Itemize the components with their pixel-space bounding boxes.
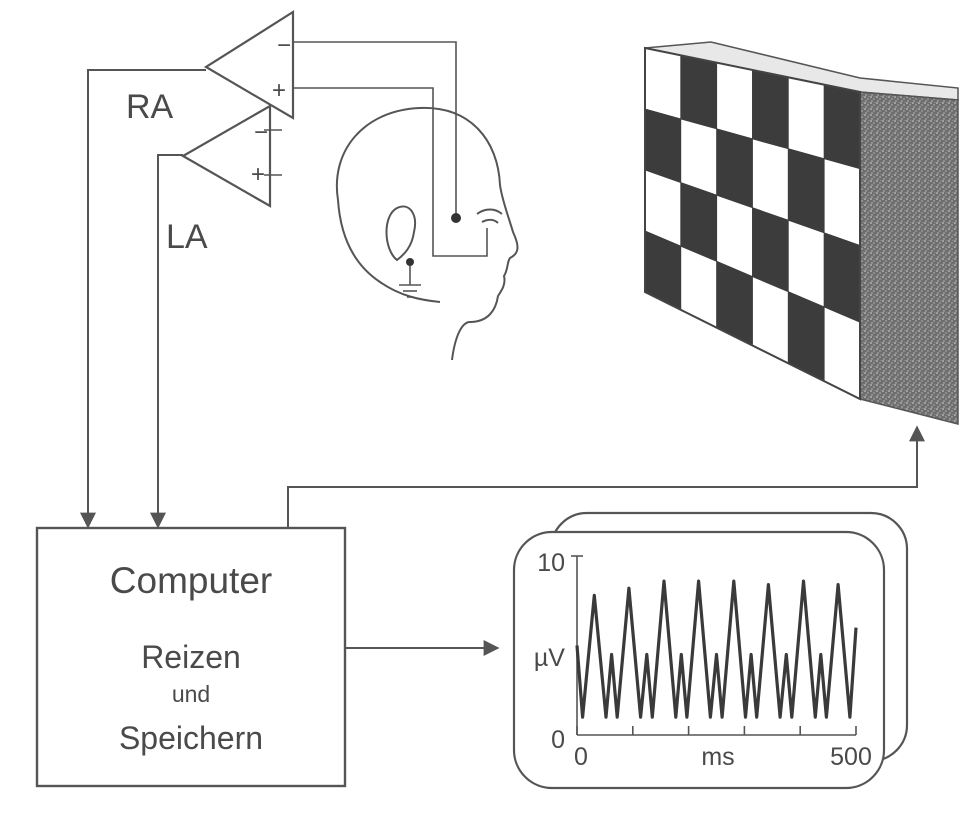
amplifier-left-plus: + [251,161,265,188]
amplifier-right-label: RA [126,88,174,126]
checker-square [752,138,789,221]
checker-square [716,128,753,209]
amplifier-left-triangle [180,104,272,208]
y-unit-label: µV [534,644,565,672]
monitor-front-card [512,530,886,790]
vep-plot: 10 µV 0 0 ms 500 [534,549,872,771]
y-label-top: 10 [537,549,565,577]
stimulus-arrow [287,425,925,527]
checker-square [787,76,825,160]
amplifier-left-minus: − [254,119,268,146]
ra-output-arrow [80,69,206,529]
computer-line-2: und [172,681,210,707]
checkerboard-screen [644,41,959,425]
computer-box: Computer Reizen und Speichern [35,526,347,788]
x-unit-label: ms [701,743,734,771]
checker-square [644,47,682,120]
checker-square [752,69,789,150]
amplifier-right-plus: + [272,77,286,104]
x-label-start: 0 [574,743,588,771]
computer-frame [35,526,347,788]
amplifier-left-label: LA [166,218,208,256]
lead-plus-wire [293,87,488,257]
checker-square [787,291,825,382]
ground-electrode [399,258,421,298]
electrode-ground [406,258,414,266]
computer-title: Computer [110,560,272,601]
lead-minus-wire [293,41,457,218]
checker-square [716,62,753,140]
checker-square [823,158,861,247]
vep-trace [575,579,858,719]
y-label-bottom: 0 [551,726,565,754]
checker-square [823,306,861,400]
computer-line-3: Speichern [119,720,263,756]
ear [385,205,416,262]
jaw-line [337,199,441,303]
checker-square [752,275,789,364]
screen-face-border [644,46,861,401]
amplifier-right-triangle [203,10,295,120]
checker-square [680,54,718,130]
checker-square [716,260,753,347]
head-outline [335,106,519,361]
head-profile [335,106,519,361]
screen-side [859,91,959,425]
eye-brow [476,208,503,215]
eye [481,218,499,224]
monitor: 10 µV 0 0 ms 500 [512,511,909,790]
computer-line-1: Reizen [141,639,241,675]
amplifier-right: − + RA [126,10,295,126]
checker-square [823,84,861,170]
electrode-active [451,213,461,223]
amplifier-right-minus: − [277,32,291,59]
la-output-arrow [150,154,183,529]
x-ticks [576,726,857,735]
checker-square [787,148,825,234]
amplifier-left: − + LA [166,104,282,256]
checker-square [680,118,718,196]
x-label-end: 500 [830,743,872,771]
